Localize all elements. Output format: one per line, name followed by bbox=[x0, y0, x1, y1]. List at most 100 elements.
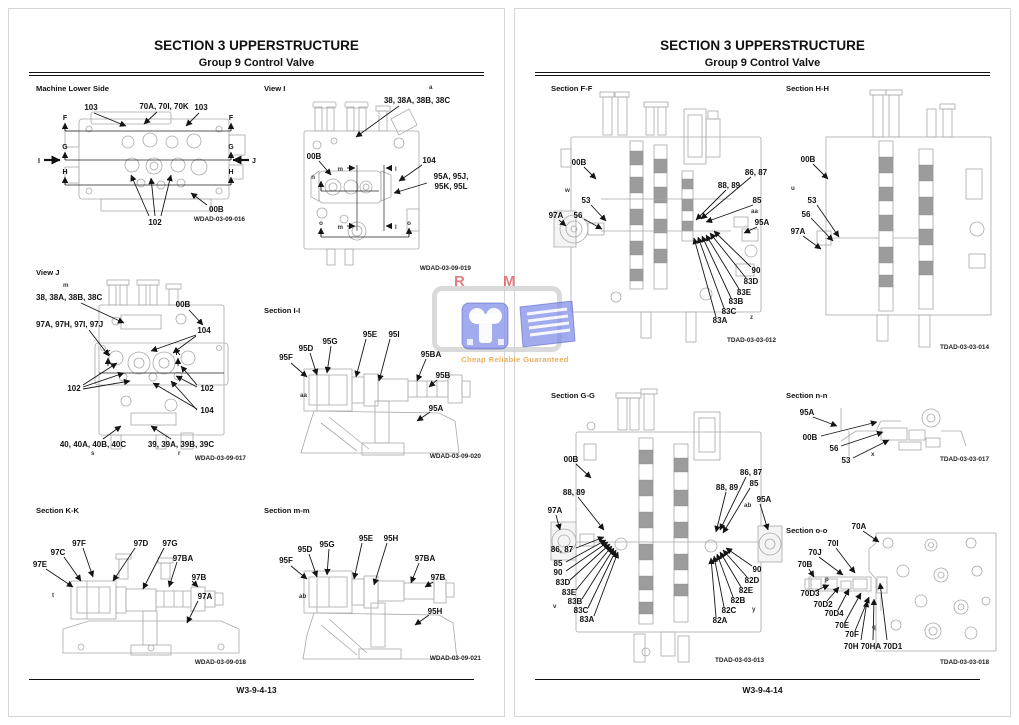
section-letter: J bbox=[252, 158, 256, 165]
part-label: 70E bbox=[835, 621, 850, 630]
part-label: 53 bbox=[582, 196, 591, 205]
leader-arrows bbox=[808, 530, 888, 641]
view-letter: y bbox=[752, 606, 756, 613]
part-label: 102 bbox=[67, 384, 81, 393]
view-letter: t bbox=[52, 592, 54, 599]
part-label: 00B bbox=[803, 433, 818, 442]
part-label: 56 bbox=[830, 444, 839, 453]
view-letter: aa bbox=[751, 208, 758, 215]
figure-title: Section K-K bbox=[36, 506, 80, 515]
dim-letter: l bbox=[395, 166, 397, 173]
view-letter: aa bbox=[300, 392, 307, 399]
part-label: 85 bbox=[753, 196, 762, 205]
part-label: 95B bbox=[436, 371, 451, 380]
figure-section-n-n: Section n-n 95A 00B 56 53 x TDAD-03-03-0… bbox=[786, 391, 989, 465]
dimension-lines bbox=[317, 164, 413, 238]
part-label: 95D bbox=[299, 344, 314, 353]
section-letter: F bbox=[229, 115, 234, 122]
section-letter: K bbox=[105, 350, 110, 357]
part-label: 103 bbox=[84, 103, 98, 112]
valve-line-art bbox=[300, 368, 471, 456]
section-letter: G bbox=[62, 144, 68, 151]
part-label: 00B bbox=[307, 152, 322, 161]
leader-arrows bbox=[45, 547, 199, 624]
part-label: 95F bbox=[279, 353, 293, 362]
part-label: 95D bbox=[298, 545, 313, 554]
part-label: 83C bbox=[574, 606, 589, 615]
leader-arrows bbox=[812, 416, 890, 459]
figure-title: Section o-o bbox=[786, 526, 828, 535]
view-letter: p bbox=[825, 576, 829, 583]
figure-title: Section F-F bbox=[551, 84, 593, 93]
part-label: 38, 38A, 38B, 38C bbox=[36, 293, 102, 302]
view-letter: s bbox=[91, 450, 95, 457]
valve-line-art bbox=[94, 279, 229, 450]
figure-title: Section I-I bbox=[264, 306, 300, 315]
part-label: 83B bbox=[729, 297, 744, 306]
part-label: 97A bbox=[549, 211, 564, 220]
section-letter: I bbox=[38, 158, 40, 165]
part-label: 97A bbox=[548, 506, 563, 515]
figure-section-g-g: Section G-G bbox=[548, 388, 783, 664]
part-label: 90 bbox=[753, 565, 762, 574]
figure-section-f-f: Section F-F bbox=[549, 84, 777, 344]
part-label: 97BA bbox=[173, 554, 194, 563]
page-subtitle: Group 9 Control Valve bbox=[198, 57, 315, 69]
section-letter: H bbox=[62, 169, 67, 176]
part-label: 39, 39A, 39B, 39C bbox=[148, 440, 214, 449]
figure-section-o-o: Section o-o 70A 70I 70J 70B p 70D3 70D2 … bbox=[786, 522, 997, 666]
part-label: 00B bbox=[801, 155, 816, 164]
page-right: SECTION 3 UPPERSTRUCTURE Group 9 Control… bbox=[514, 8, 1011, 717]
part-label: 40, 40A, 40B, 40C bbox=[60, 440, 126, 449]
figure-section-k-k: Section K-K 97F 97C 97E 97D 97G 97BA 97B… bbox=[33, 506, 247, 666]
part-label: 88, 89 bbox=[718, 181, 741, 190]
part-label: 104 bbox=[197, 326, 211, 335]
part-label: 97F bbox=[72, 539, 86, 548]
header-rule bbox=[29, 72, 484, 77]
part-label: 90 bbox=[554, 568, 563, 577]
part-label: 90 bbox=[752, 266, 761, 275]
part-label: 97A, 97H, 97I, 97J bbox=[36, 320, 103, 329]
part-label: 95F bbox=[279, 556, 293, 565]
figure-section-m-m: Section m-m 95F 95D 95G 95E 95H 97BA 97B… bbox=[264, 506, 481, 662]
part-label: 97C bbox=[51, 548, 66, 557]
view-letter: ab bbox=[299, 593, 306, 600]
drawing-code: WDAD-03-09-018 bbox=[195, 659, 247, 666]
part-label: 83E bbox=[737, 288, 752, 297]
part-label: 82D bbox=[745, 576, 760, 585]
part-label: 70F bbox=[845, 630, 859, 639]
section-lines bbox=[99, 357, 224, 374]
page-title: SECTION 3 UPPERSTRUCTURE bbox=[660, 38, 865, 53]
part-label: 88, 89 bbox=[716, 483, 739, 492]
valve-line-art bbox=[62, 553, 240, 656]
figure-machine-lower-side: Machine Lower Side 103 70A, 70I, 70K 103… bbox=[36, 84, 256, 227]
part-label: 97B bbox=[431, 573, 446, 582]
drawing-code: WDAD-03-09-017 bbox=[195, 455, 247, 462]
page-title: SECTION 3 UPPERSTRUCTURE bbox=[154, 38, 359, 53]
leader-arrows bbox=[80, 302, 204, 440]
part-label: 82C bbox=[722, 606, 737, 615]
part-label: 86, 87 bbox=[551, 545, 574, 554]
figure-view-j: View J m bbox=[36, 268, 247, 462]
part-label: 95E bbox=[359, 534, 374, 543]
valve-line-art bbox=[550, 388, 783, 663]
part-label: 70J bbox=[808, 548, 821, 557]
leader-arrows bbox=[318, 105, 428, 195]
part-label: 95G bbox=[319, 540, 334, 549]
part-label: 53 bbox=[808, 196, 817, 205]
view-letter: r bbox=[178, 450, 181, 457]
part-label: 53 bbox=[842, 456, 851, 465]
part-label: 82E bbox=[739, 586, 754, 595]
view-letter: ab bbox=[744, 502, 751, 509]
part-label: 97G bbox=[162, 539, 177, 548]
dim-letter: l bbox=[395, 224, 397, 231]
footer-rule bbox=[535, 679, 980, 680]
figure-title: Section H-H bbox=[786, 84, 829, 93]
part-label: 95BA bbox=[421, 350, 442, 359]
part-label: 00B bbox=[176, 300, 191, 309]
part-label: 97D bbox=[134, 539, 149, 548]
drawing-code: TDAD-03-03-014 bbox=[940, 344, 989, 351]
section-letter: K bbox=[175, 350, 180, 357]
dim-letter: n bbox=[311, 174, 315, 181]
section-letter: G bbox=[228, 144, 234, 151]
